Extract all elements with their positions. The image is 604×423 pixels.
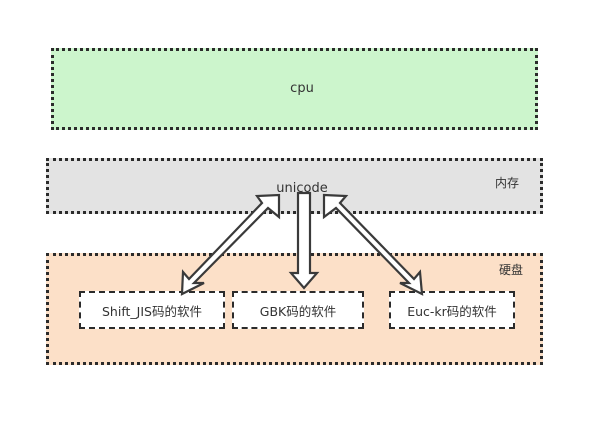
unicode-label: unicode (276, 181, 328, 196)
software-box-gbk: GBK码的软件 (232, 291, 364, 329)
cpu-region (51, 48, 538, 130)
cpu-region-label: cpu (290, 81, 314, 96)
software-box-euc-kr: Euc-kr码的软件 (389, 291, 515, 329)
software-box-shift-jis: Shift_JIS码的软件 (79, 291, 225, 329)
disk-region-corner-label: 硬盘 (499, 263, 524, 277)
memory-region-corner-label: 内存 (495, 176, 520, 190)
